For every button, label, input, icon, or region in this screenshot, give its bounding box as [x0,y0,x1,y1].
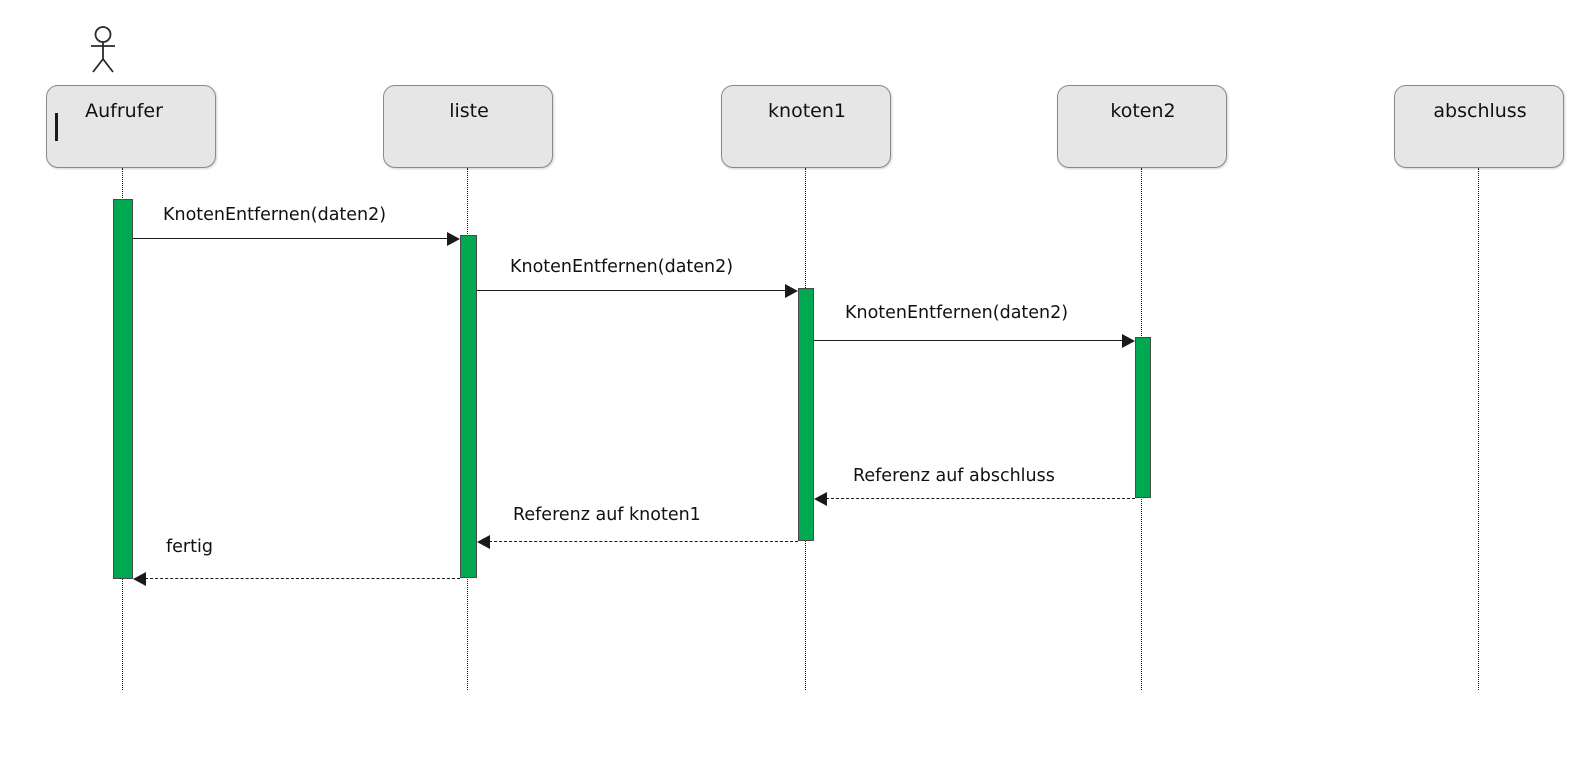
message-line-msg-6 [145,578,460,579]
message-arrowhead-msg-4 [814,492,827,506]
lifeline-header-liste[interactable]: liste [383,85,553,168]
message-line-msg-1 [133,238,448,239]
message-arrowhead-msg-2 [785,284,798,298]
message-line-msg-4 [826,498,1135,499]
message-label-msg-6: fertig [166,537,213,557]
lifeline-header-aufrufer[interactable]: Aufrufer [46,85,216,168]
activation-bar-knoten1 [798,288,814,541]
lifeline-abschluss [1478,168,1479,690]
activation-bar-liste [460,235,477,578]
lifeline-label-abschluss: abschluss [1433,100,1527,122]
message-label-msg-4: Referenz auf abschluss [853,466,1055,486]
lifeline-label-aufrufer: Aufrufer [85,100,163,122]
message-arrowhead-msg-1 [447,232,460,246]
lifeline-header-knoten1[interactable]: knoten1 [721,85,891,168]
lifeline-label-knoten1: knoten1 [768,100,846,122]
lifeline-label-koten2: koten2 [1110,100,1176,122]
message-label-msg-3: KnotenEntfernen(daten2) [845,303,1069,323]
message-line-msg-3 [814,340,1123,341]
lifeline-label-liste: liste [449,100,489,122]
lifeline-header-koten2[interactable]: koten2 [1057,85,1227,168]
message-line-msg-5 [489,541,798,542]
message-line-msg-2 [477,290,786,291]
message-label-msg-2: KnotenEntfernen(daten2) [510,257,734,277]
message-arrowhead-msg-6 [133,572,146,586]
message-arrowhead-msg-3 [1122,334,1135,348]
activation-bar-aufrufer [113,199,133,579]
message-label-msg-1: KnotenEntfernen(daten2) [163,205,387,225]
actor-stick-figure-icon [83,22,139,78]
activation-bar-koten2 [1135,337,1151,498]
message-arrowhead-msg-5 [477,535,490,549]
lifeline-header-abschluss[interactable]: abschluss [1394,85,1564,168]
message-label-msg-5: Referenz auf knoten1 [513,505,701,525]
text-caret-icon [55,113,58,141]
